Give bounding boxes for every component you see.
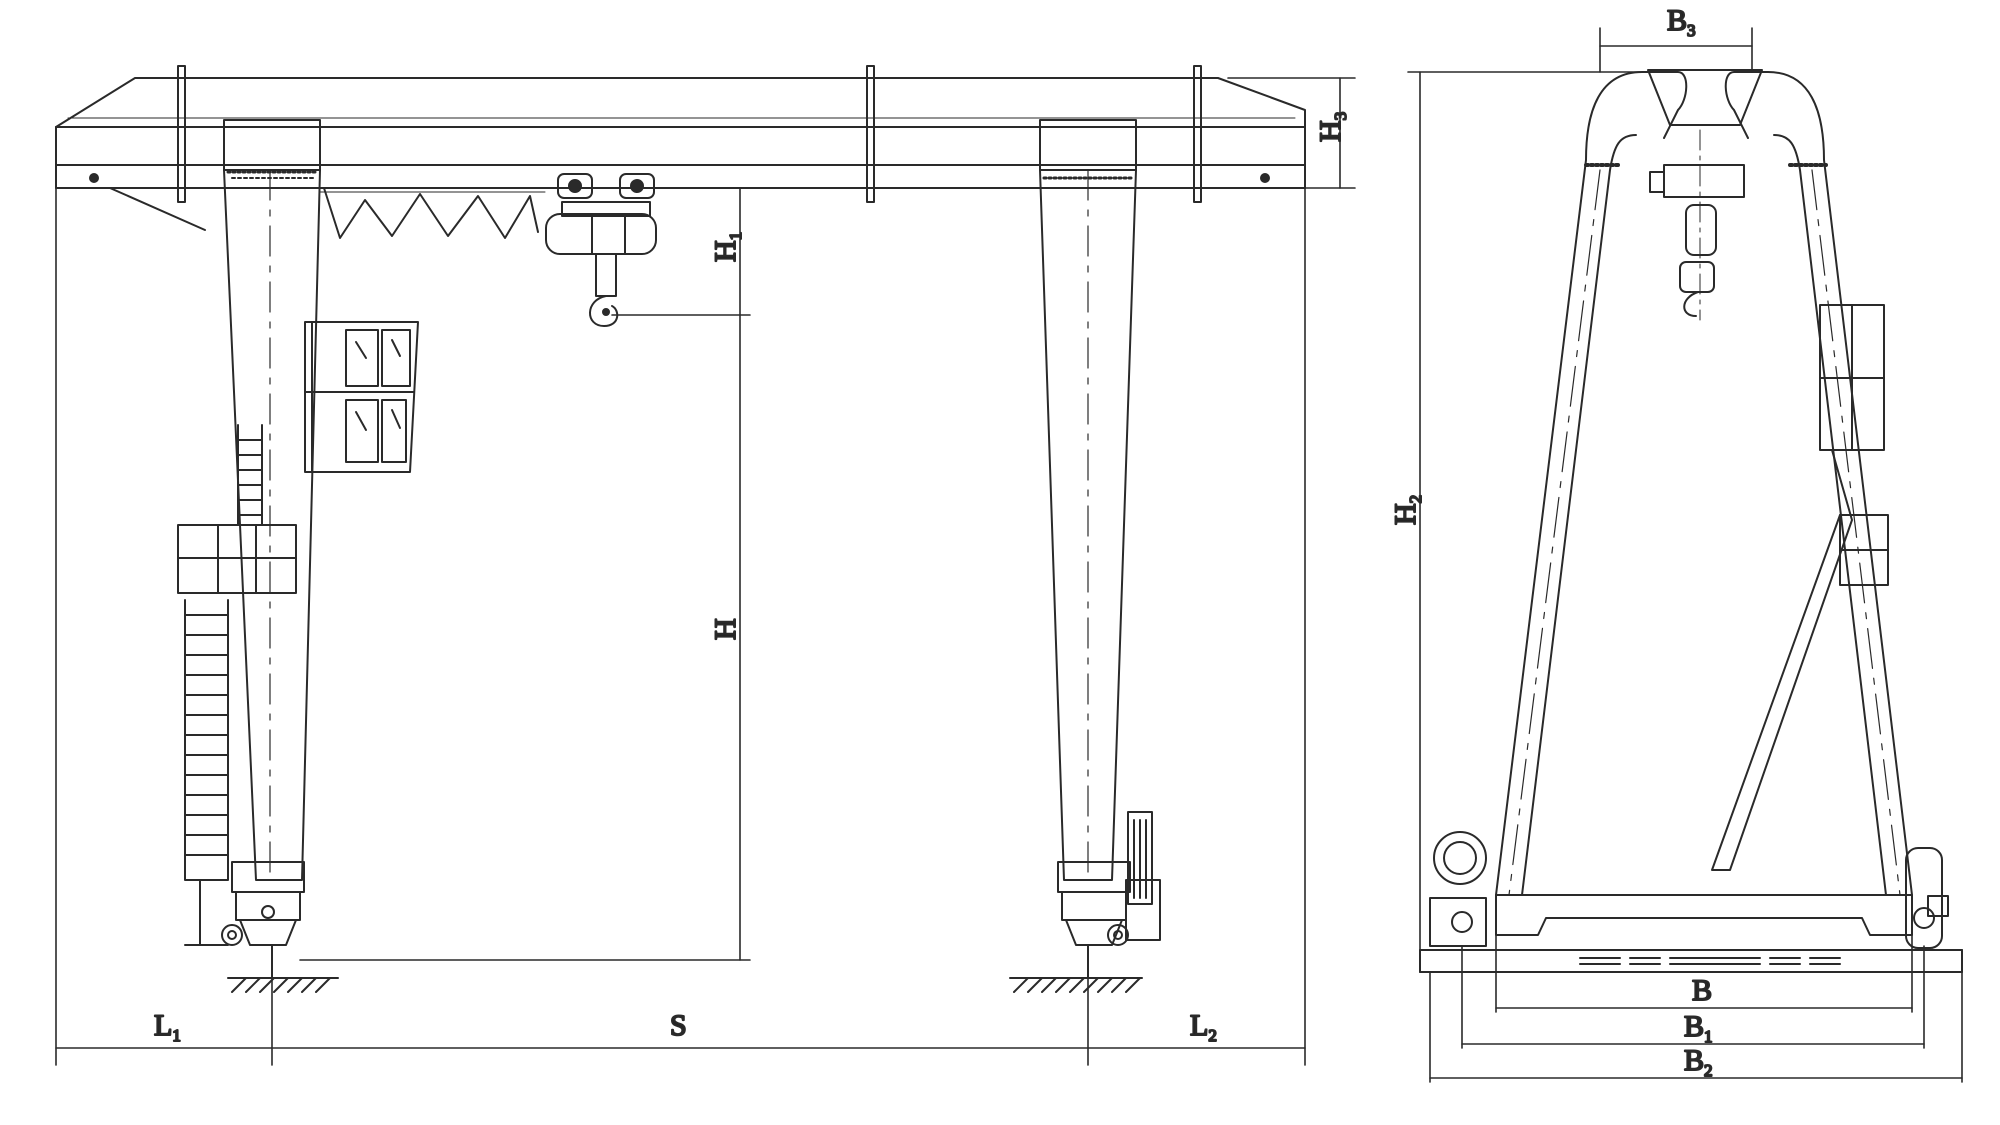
dim-B2-main: B bbox=[1684, 1044, 1704, 1077]
dim-H2-sub: 2 bbox=[1406, 495, 1425, 504]
access-ladder bbox=[177, 424, 297, 946]
dim-label-L2: L2 bbox=[1190, 1009, 1217, 1045]
dim-B1-sub: 1 bbox=[1704, 1027, 1713, 1046]
front-dimension-lines bbox=[55, 77, 1356, 1066]
dim-B3-sub: 3 bbox=[1687, 21, 1696, 40]
dim-label-B1: B1 bbox=[1684, 1010, 1713, 1046]
operator-cabin bbox=[304, 321, 419, 473]
dim-H1-sub: 1 bbox=[726, 232, 745, 241]
dim-B3-main: B bbox=[1667, 4, 1687, 37]
a-frame-legs bbox=[1495, 71, 1913, 896]
dim-L1-sub: 1 bbox=[172, 1026, 181, 1045]
dim-L1-main: L bbox=[154, 1009, 172, 1042]
dim-H3-main: H bbox=[1314, 120, 1347, 142]
side-cabin bbox=[1711, 304, 1889, 871]
side-dimension-lines bbox=[1407, 27, 1963, 1083]
dim-label-B: B bbox=[1692, 974, 1712, 1007]
dim-H3-sub: 3 bbox=[1331, 112, 1350, 121]
electric-hoist bbox=[545, 173, 657, 327]
dim-label-S: S bbox=[670, 1009, 687, 1042]
sill-beam bbox=[1419, 894, 1963, 973]
right-leg bbox=[1039, 119, 1161, 946]
dim-L2-main: L bbox=[1190, 1009, 1208, 1042]
ground-symbols bbox=[227, 944, 1143, 993]
dim-H2-main: H bbox=[1389, 503, 1422, 525]
dim-label-H1: H1 bbox=[709, 232, 745, 262]
festoon-cable bbox=[319, 187, 546, 239]
side-hoist bbox=[1647, 69, 1763, 321]
dim-label-H: H bbox=[709, 618, 742, 640]
left-leg bbox=[221, 119, 321, 946]
dim-label-B2: B2 bbox=[1684, 1044, 1713, 1080]
side-view: B3 H2 B B1 B2 bbox=[1388, 3, 1963, 1083]
dim-label-L1: L1 bbox=[154, 1009, 181, 1045]
dim-label-H2: H2 bbox=[1389, 495, 1425, 525]
dim-B-main: B bbox=[1692, 974, 1712, 1007]
dim-H1-main: H bbox=[709, 240, 742, 262]
dim-B2-sub: 2 bbox=[1704, 1061, 1713, 1080]
dim-H-main: H bbox=[709, 618, 742, 640]
dim-label-H3: H3 bbox=[1314, 112, 1350, 142]
dim-label-B3: B3 bbox=[1667, 4, 1696, 40]
travel-drives bbox=[1429, 831, 1949, 949]
dim-S-main: S bbox=[670, 1009, 687, 1042]
dim-B1-main: B bbox=[1684, 1010, 1704, 1043]
dim-L2-sub: 2 bbox=[1208, 1026, 1217, 1045]
main-girder bbox=[55, 65, 1306, 231]
front-view: L1 S L2 H H1 H3 bbox=[55, 65, 1356, 1066]
